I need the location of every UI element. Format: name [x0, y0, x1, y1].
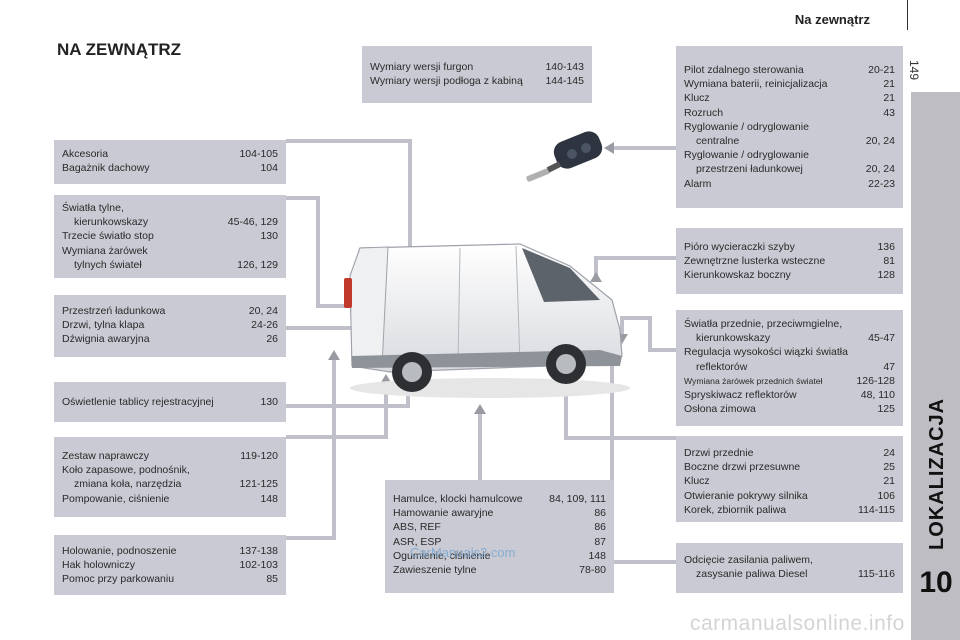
section-title: Na zewnątrz [794, 12, 870, 27]
van-image [344, 243, 630, 398]
footer-watermark: carmanualsonline.info [690, 612, 905, 635]
list-item: Regulacja wysokości wiązki światła [684, 346, 848, 359]
list-item: Światła przednie, przeciwmgielne, [684, 318, 843, 330]
chapter-sidebar [911, 92, 960, 640]
header-divider [907, 0, 908, 30]
list-item: Wymiana żarówek [62, 244, 148, 257]
line-towing [286, 360, 336, 540]
line-repair-kit [286, 384, 388, 439]
key-fob-image [526, 131, 603, 182]
arrow-head [474, 404, 486, 414]
list-item: Odcięcie zasilania paliwem, [684, 554, 813, 566]
line-rear-lights [286, 196, 350, 308]
list-item: Światła tylne, [62, 202, 124, 214]
list-item: Ryglowanie / odryglowanie [684, 149, 809, 162]
list-item: Ryglowanie / odryglowanie [684, 120, 809, 133]
list-item: Koło zapasowe, podnośnik, [62, 464, 190, 477]
line-headlights [620, 316, 678, 352]
page-title: NA ZEWNĄTRZ [57, 40, 182, 59]
box-fuel: Odcięcie zasilania paliwem, zasysanie pa… [676, 543, 903, 593]
box-headlights: Światła przednie, przeciwmgielne, kierun… [676, 310, 903, 426]
overlay-watermark: CarManuals2.com [410, 545, 516, 560]
chapter-number: 10 [919, 566, 953, 599]
arrow-head [328, 350, 340, 360]
arrow-head [590, 272, 602, 282]
arrow-head [604, 142, 614, 154]
